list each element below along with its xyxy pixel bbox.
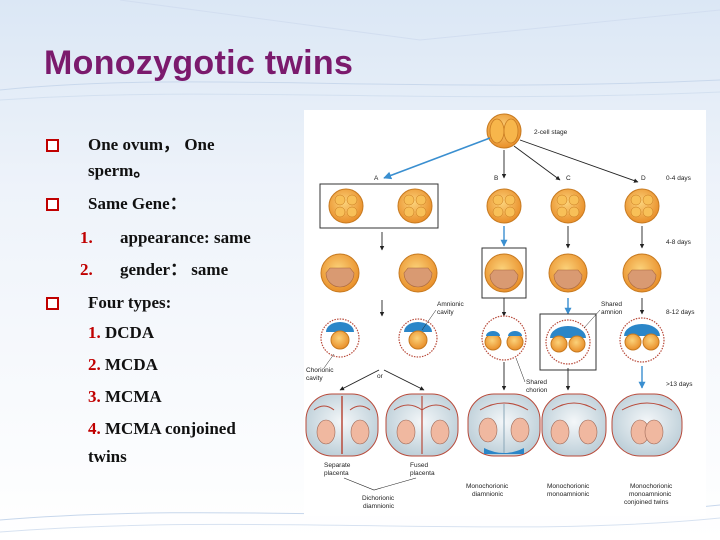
morula-a1 — [328, 188, 364, 224]
type-number: 4. — [88, 419, 101, 438]
type-label: MCMA conjoined — [100, 419, 236, 438]
bullet-square-icon — [46, 198, 59, 211]
annotation-chorionic-2: cavity — [306, 375, 323, 382]
embryo-c-shared-amnion — [545, 319, 591, 365]
arrow-to-d — [519, 139, 639, 183]
embryo-a2-chorionic — [398, 318, 438, 358]
annotation-shared-amnion: Shared — [601, 301, 622, 308]
bullet-text: appearance: same — [120, 228, 251, 247]
type-label: MCDA — [100, 355, 158, 374]
sac-dcda-fused — [385, 393, 459, 457]
embryo-d-shared-amnion — [619, 317, 665, 363]
arrow-or-right — [383, 369, 425, 391]
bullet-text: gender： same — [120, 260, 229, 279]
bullet-square-icon — [46, 297, 59, 310]
bullet-text-cont: sperm。 — [88, 161, 151, 180]
bullet-text: Four types: — [88, 293, 172, 312]
type-number: 3. — [88, 387, 101, 406]
leader-line — [583, 309, 601, 329]
label-conjoined-2: monoamnionic — [629, 491, 672, 498]
label-separate-placenta: Separate — [324, 462, 351, 469]
day-label: 8-12 days — [666, 309, 695, 316]
type-item: 2. MCDA — [88, 354, 158, 376]
type-item: 4. MCMA conjoined — [88, 418, 236, 440]
label-dichorionic-2: diamnionic — [363, 503, 395, 510]
label-mcma: Monochorionic — [547, 483, 590, 490]
bullet-number: 1. — [80, 228, 93, 247]
sac-mcma — [541, 393, 607, 457]
day-label: 4-8 days — [666, 239, 692, 246]
bullet-text: Same Gene： — [88, 194, 187, 213]
label-fused-placenta-2: placenta — [410, 470, 435, 477]
highlight-box-a — [319, 183, 439, 229]
label-mcda: Monochorionic — [466, 483, 509, 490]
day-label: 0-4 days — [666, 175, 692, 182]
bullet-number: 2. — [80, 260, 93, 279]
type-label: DCDA — [100, 323, 155, 342]
arrow-to-a — [383, 137, 491, 180]
annotation-shared-chorion-2: chorion — [526, 387, 548, 394]
morula-b — [486, 188, 522, 224]
leader-line — [323, 353, 335, 369]
column-label-a: A — [374, 175, 379, 182]
bullet-square-icon — [46, 139, 59, 152]
annotation-shared-chorion: Shared — [526, 379, 547, 386]
morula-a2 — [397, 188, 433, 224]
sac-mcma-conjoined — [611, 393, 683, 457]
blastocyst-a1 — [320, 253, 360, 293]
bullet-text: One ovum， One — [88, 135, 215, 154]
label-dichorionic: Dichorionic — [362, 495, 395, 502]
two-cell-embryo — [486, 113, 522, 149]
label-mcma-2: monoamnionic — [547, 491, 590, 498]
annotation-chorionic: Chorionic — [306, 367, 334, 374]
leader-line — [421, 309, 437, 331]
arrow-or-left — [339, 369, 380, 391]
annotation-amnionic: Amnionic — [437, 301, 464, 308]
label-mcda-2: diamnionic — [472, 491, 504, 498]
type-number: 1. — [88, 323, 101, 342]
arrow-to-c — [513, 145, 561, 181]
embryo-b-diamnionic — [481, 315, 527, 361]
leader-line — [515, 357, 526, 383]
annotation-amnionic-2: cavity — [437, 309, 454, 316]
type-label: MCMA — [100, 387, 162, 406]
day-label: >13 days — [666, 381, 693, 388]
column-label-c: C — [566, 175, 571, 182]
bracket-line — [343, 477, 417, 491]
column-label-d: D — [641, 175, 646, 182]
type-item-cont: twins — [88, 447, 127, 466]
blastocyst-d — [622, 253, 662, 293]
label-conjoined: Monochorionic — [630, 483, 673, 490]
twinning-diagram: 2-cell stage A B C D 0-4 days 4-8 days 8… — [304, 110, 706, 516]
type-number: 2. — [88, 355, 101, 374]
sac-dcda-separate — [305, 393, 379, 457]
slide-title: Monozygotic twins — [44, 44, 354, 82]
column-label-b: B — [494, 175, 498, 182]
type-item: 1. DCDA — [88, 322, 154, 344]
blastocyst-a2 — [398, 253, 438, 293]
or-label: or — [377, 373, 384, 380]
sac-mcda — [467, 393, 541, 457]
embryo-a1-chorionic — [320, 318, 360, 358]
label-separate-placenta-2: placenta — [324, 470, 349, 477]
annotation-shared-amnion-2: amnion — [601, 309, 623, 316]
morula-d — [624, 188, 660, 224]
stage-label: 2-cell stage — [534, 129, 568, 136]
blastocyst-c — [548, 253, 588, 293]
label-fused-placenta: Fused — [410, 462, 428, 469]
type-item: 3. MCMA — [88, 386, 162, 408]
blastocyst-b — [484, 253, 524, 293]
label-conjoined-3: conjoined twins — [624, 499, 669, 506]
morula-c — [550, 188, 586, 224]
